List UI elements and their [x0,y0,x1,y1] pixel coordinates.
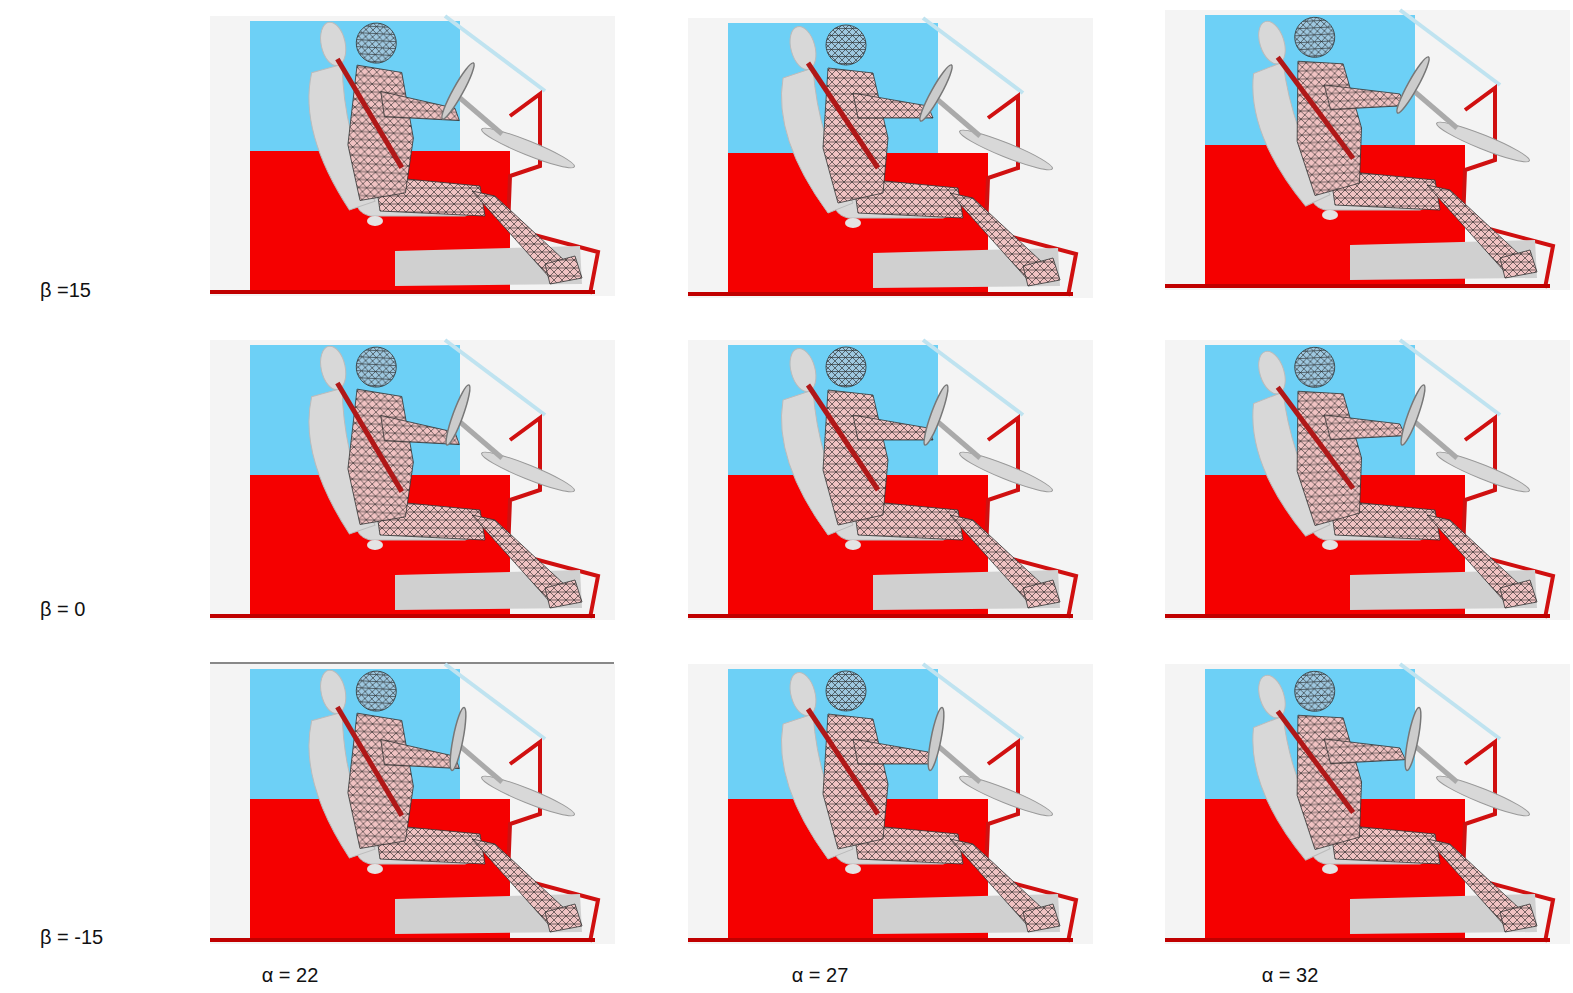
column-label: α = 22 [262,963,319,987]
posture-panel [1165,10,1570,290]
row-label: β = -15 [40,925,103,949]
posture-panel [1165,664,1570,944]
row-label: β = 0 [40,597,85,621]
panel-edge [210,662,614,664]
column-label: α = 32 [1262,963,1319,987]
posture-panel [210,664,615,944]
posture-panel [688,18,1093,298]
posture-panel [210,340,615,620]
posture-panel [1165,340,1570,620]
posture-panel [688,340,1093,620]
column-label: α = 27 [792,963,849,987]
posture-panel [210,16,615,296]
posture-panel [688,664,1093,944]
row-label: β =15 [40,278,91,302]
